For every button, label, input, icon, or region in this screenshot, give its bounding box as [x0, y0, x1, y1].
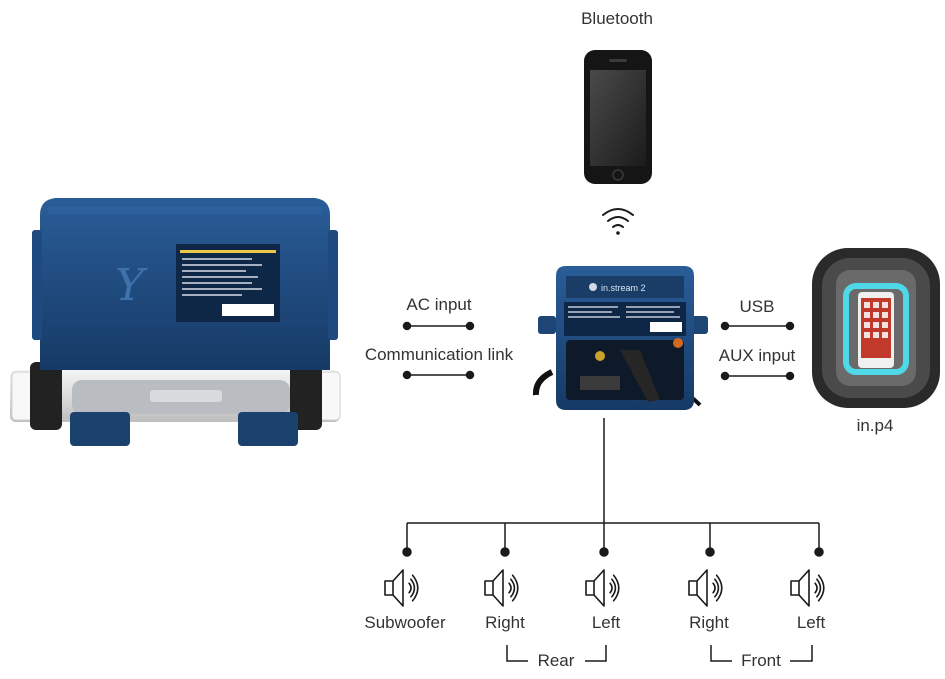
speaker-icon — [790, 569, 825, 607]
inp4-dock-image — [812, 248, 940, 408]
speaker-label-front-left: Left — [796, 613, 826, 632]
speaker-icon — [688, 569, 723, 607]
in-stream-2-module-image: in.stream 2 — [532, 266, 708, 410]
communication-link-label: Communication link — [364, 345, 514, 364]
ac-input-label: AC input — [406, 295, 472, 314]
aux-input-label: AUX input — [718, 346, 796, 365]
speaker-label-front-right: Right — [689, 613, 729, 632]
front-group-label: Front — [741, 651, 781, 670]
svg-text:Y: Y — [115, 260, 148, 311]
connection-lines — [402, 321, 824, 662]
usb-label: USB — [739, 297, 775, 316]
in-stream-brand-text: in.stream 2 — [601, 283, 646, 293]
speaker-icon — [484, 569, 519, 607]
bluetooth-label: Bluetooth — [581, 9, 653, 28]
rear-group-label: Rear — [537, 651, 575, 670]
spa-controller-image: Y — [10, 198, 341, 446]
speaker-label-rear-right: Right — [485, 613, 525, 632]
smartphone-image — [584, 50, 652, 184]
speaker-label-subwoofer: Subwoofer — [364, 613, 446, 632]
speaker-label-rear-left: Left — [591, 613, 621, 632]
speaker-icon — [384, 569, 419, 607]
speaker-icon — [585, 569, 620, 607]
inp4-label: in.p4 — [856, 416, 894, 435]
wifi-icon — [602, 208, 634, 235]
